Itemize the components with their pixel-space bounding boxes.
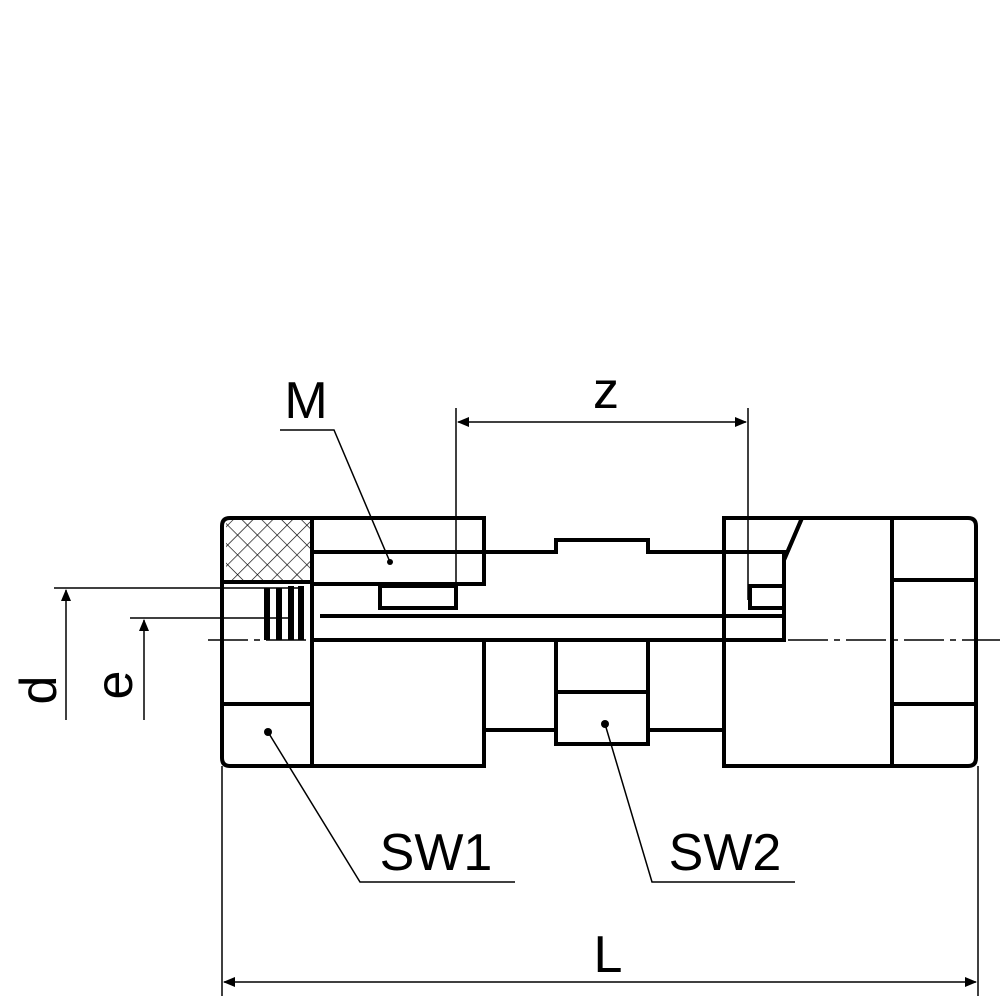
- leader-m: M: [280, 372, 393, 565]
- label-d: d: [10, 676, 68, 705]
- label-sw2: SW2: [669, 824, 782, 882]
- central-body: [310, 538, 786, 732]
- label-m: M: [284, 372, 327, 430]
- leader-sw1: SW1: [264, 728, 515, 883]
- leader-sw2: SW2: [601, 720, 795, 883]
- label-z: z: [593, 362, 619, 420]
- right-hex-body: [890, 516, 978, 768]
- middle-hex: [554, 638, 650, 746]
- dimension-e: e: [86, 617, 290, 720]
- label-l: L: [594, 926, 623, 984]
- dimension-l: L: [221, 766, 979, 996]
- label-sw1: SW1: [380, 824, 493, 882]
- label-e: e: [86, 671, 144, 700]
- ferrule-rings: [264, 586, 304, 640]
- dimension-z: z: [455, 362, 749, 600]
- left-hex-body: [220, 516, 314, 768]
- dimension-d: d: [10, 587, 300, 720]
- right-union-nut: [722, 516, 894, 768]
